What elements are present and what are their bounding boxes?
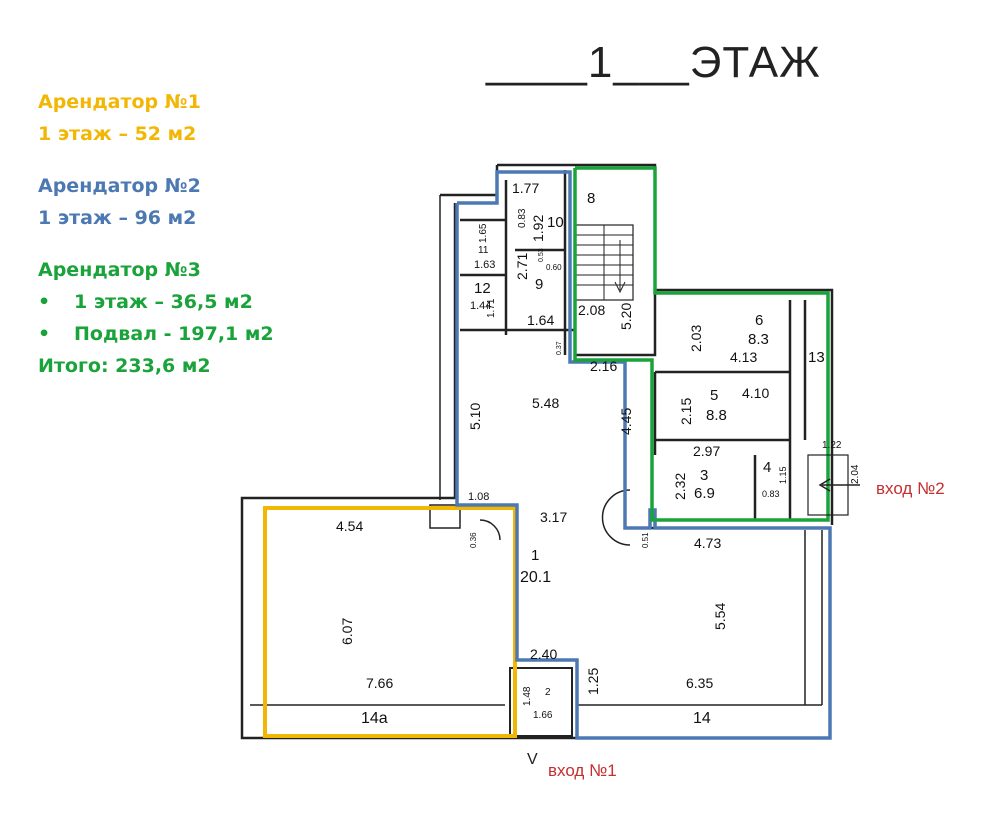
dim-label: 6.07 [339,618,355,645]
tenant-1-area: 1 этаж – 52 м2 [38,123,197,145]
dim-label: 1.66 [533,710,553,721]
room-2-number: 2 [545,687,551,698]
dim-label: 2.97 [693,443,720,459]
tenant-3-legend: Арендатор №3 •1 этаж – 36,5 м2 •Подвал -… [38,254,274,382]
tenant-3-name: Арендатор №3 [38,259,201,281]
dim-label: 1.44 [470,300,491,312]
room-10-number: 10 [547,214,564,231]
tenant-2-legend: Арендатор №2 1 этаж – 96 м2 [38,170,274,234]
room-4-number: 4 [763,459,771,476]
dim-label: 2.40 [530,646,557,662]
room-1-number: 1 [531,547,539,564]
room-3-area: 6.9 [694,485,715,502]
tenant-2-name: Арендатор №2 [38,175,201,197]
tenant-1-name: Арендатор №1 [38,91,201,113]
tenant-3-floor1: •1 этаж – 36,5 м2 [38,286,274,318]
room-14a-number: 14а [361,710,388,727]
dim-label: 5.20 [618,303,634,330]
dim-label: 0.83 [762,489,780,499]
room-8-number: 8 [587,190,595,207]
dim-label: 0.53 [538,248,545,262]
dim-label: 1.48 [522,686,533,706]
bullet-icon: • [38,291,51,313]
stair-lines [575,225,633,300]
dim-label: 4.45 [618,408,634,435]
entrance-1-marker: V [527,751,538,768]
dim-label: 1.08 [468,491,489,503]
dim-label: 6.35 [686,675,713,691]
dim-label: 7.66 [366,675,393,691]
dim-label: 0.83 [517,208,528,228]
dim-label: 1.15 [778,466,788,484]
dim-label: 4.13 [730,349,757,365]
dim-label: 5.48 [532,395,559,411]
room-12-number: 12 [474,280,491,297]
dim-label: 4.73 [694,535,721,551]
dim-label: 2.03 [688,325,704,352]
dim-label: 2.04 [850,464,861,484]
dim-label: 0.51 [641,532,650,548]
bullet-icon: • [38,323,51,345]
tenant-3-outline [573,166,830,522]
dim-label: 2.15 [678,398,694,425]
floor-title: ____1___ЭТАЖ [486,38,821,87]
entrance-1-label: вход №1 [548,761,617,780]
dim-label: 2.08 [578,302,605,318]
door-arcs [479,489,631,546]
dim-label: 0.60 [546,263,562,272]
dim-label: 1.25 [585,668,601,695]
tenant-1-legend: Арендатор №1 1 этаж – 52 м2 [38,86,274,150]
dim-label: 0.36 [469,532,478,548]
dimension-labels: 1.77 1.92 0.83 1.65 1.63 2.71 0.60 1.44 … [336,180,861,721]
room-11-number: 11 [478,245,489,256]
entrance-2-marker [807,454,860,516]
room-3-number: 3 [700,467,708,484]
dim-label: 1.65 [478,223,489,243]
dim-label: 1.71 [486,298,497,318]
dim-label: 1.22 [822,440,842,451]
dim-label: 0.37 [556,341,563,355]
dim-label: 4.54 [336,518,363,534]
entrance-2-label: вход №2 [876,479,945,498]
dim-label: 1.77 [512,180,539,196]
room-13-number: 13 [808,349,825,366]
dim-label: 2.16 [590,358,617,374]
dim-label: 2.71 [514,253,530,280]
tenant-1-outline [263,506,517,738]
dim-label: 1.63 [474,259,495,271]
dim-label: 3.17 [540,509,567,525]
dim-label: 4.10 [742,385,769,401]
dim-label: 5.10 [467,403,483,430]
dim-label: 5.54 [712,603,728,630]
dim-label: 1.92 [530,215,546,242]
room-labels: 1 20.1 3 6.9 4 5 8.8 6 8.3 8 9 10 11 12 … [361,190,825,727]
tenant-3-basement: •Подвал - 197,1 м2 [38,318,274,350]
dim-label: 2.32 [672,473,688,500]
tenant-3-total: Итого: 233,6 м2 [38,355,211,377]
room-6-area: 8.3 [748,331,769,348]
room-14-number: 14 [693,710,711,727]
tenant-2-area: 1 этаж – 96 м2 [38,207,197,229]
room-5-number: 5 [710,387,718,404]
tenant-legend: Арендатор №1 1 этаж – 52 м2 Арендатор №2… [38,86,274,382]
room-5-area: 8.8 [706,407,727,424]
tenant-2-outline [455,170,832,740]
room-9-number: 9 [535,276,543,293]
room-1-area: 20.1 [520,569,551,586]
room-6-number: 6 [755,312,763,329]
dim-label: 1.64 [527,312,554,328]
